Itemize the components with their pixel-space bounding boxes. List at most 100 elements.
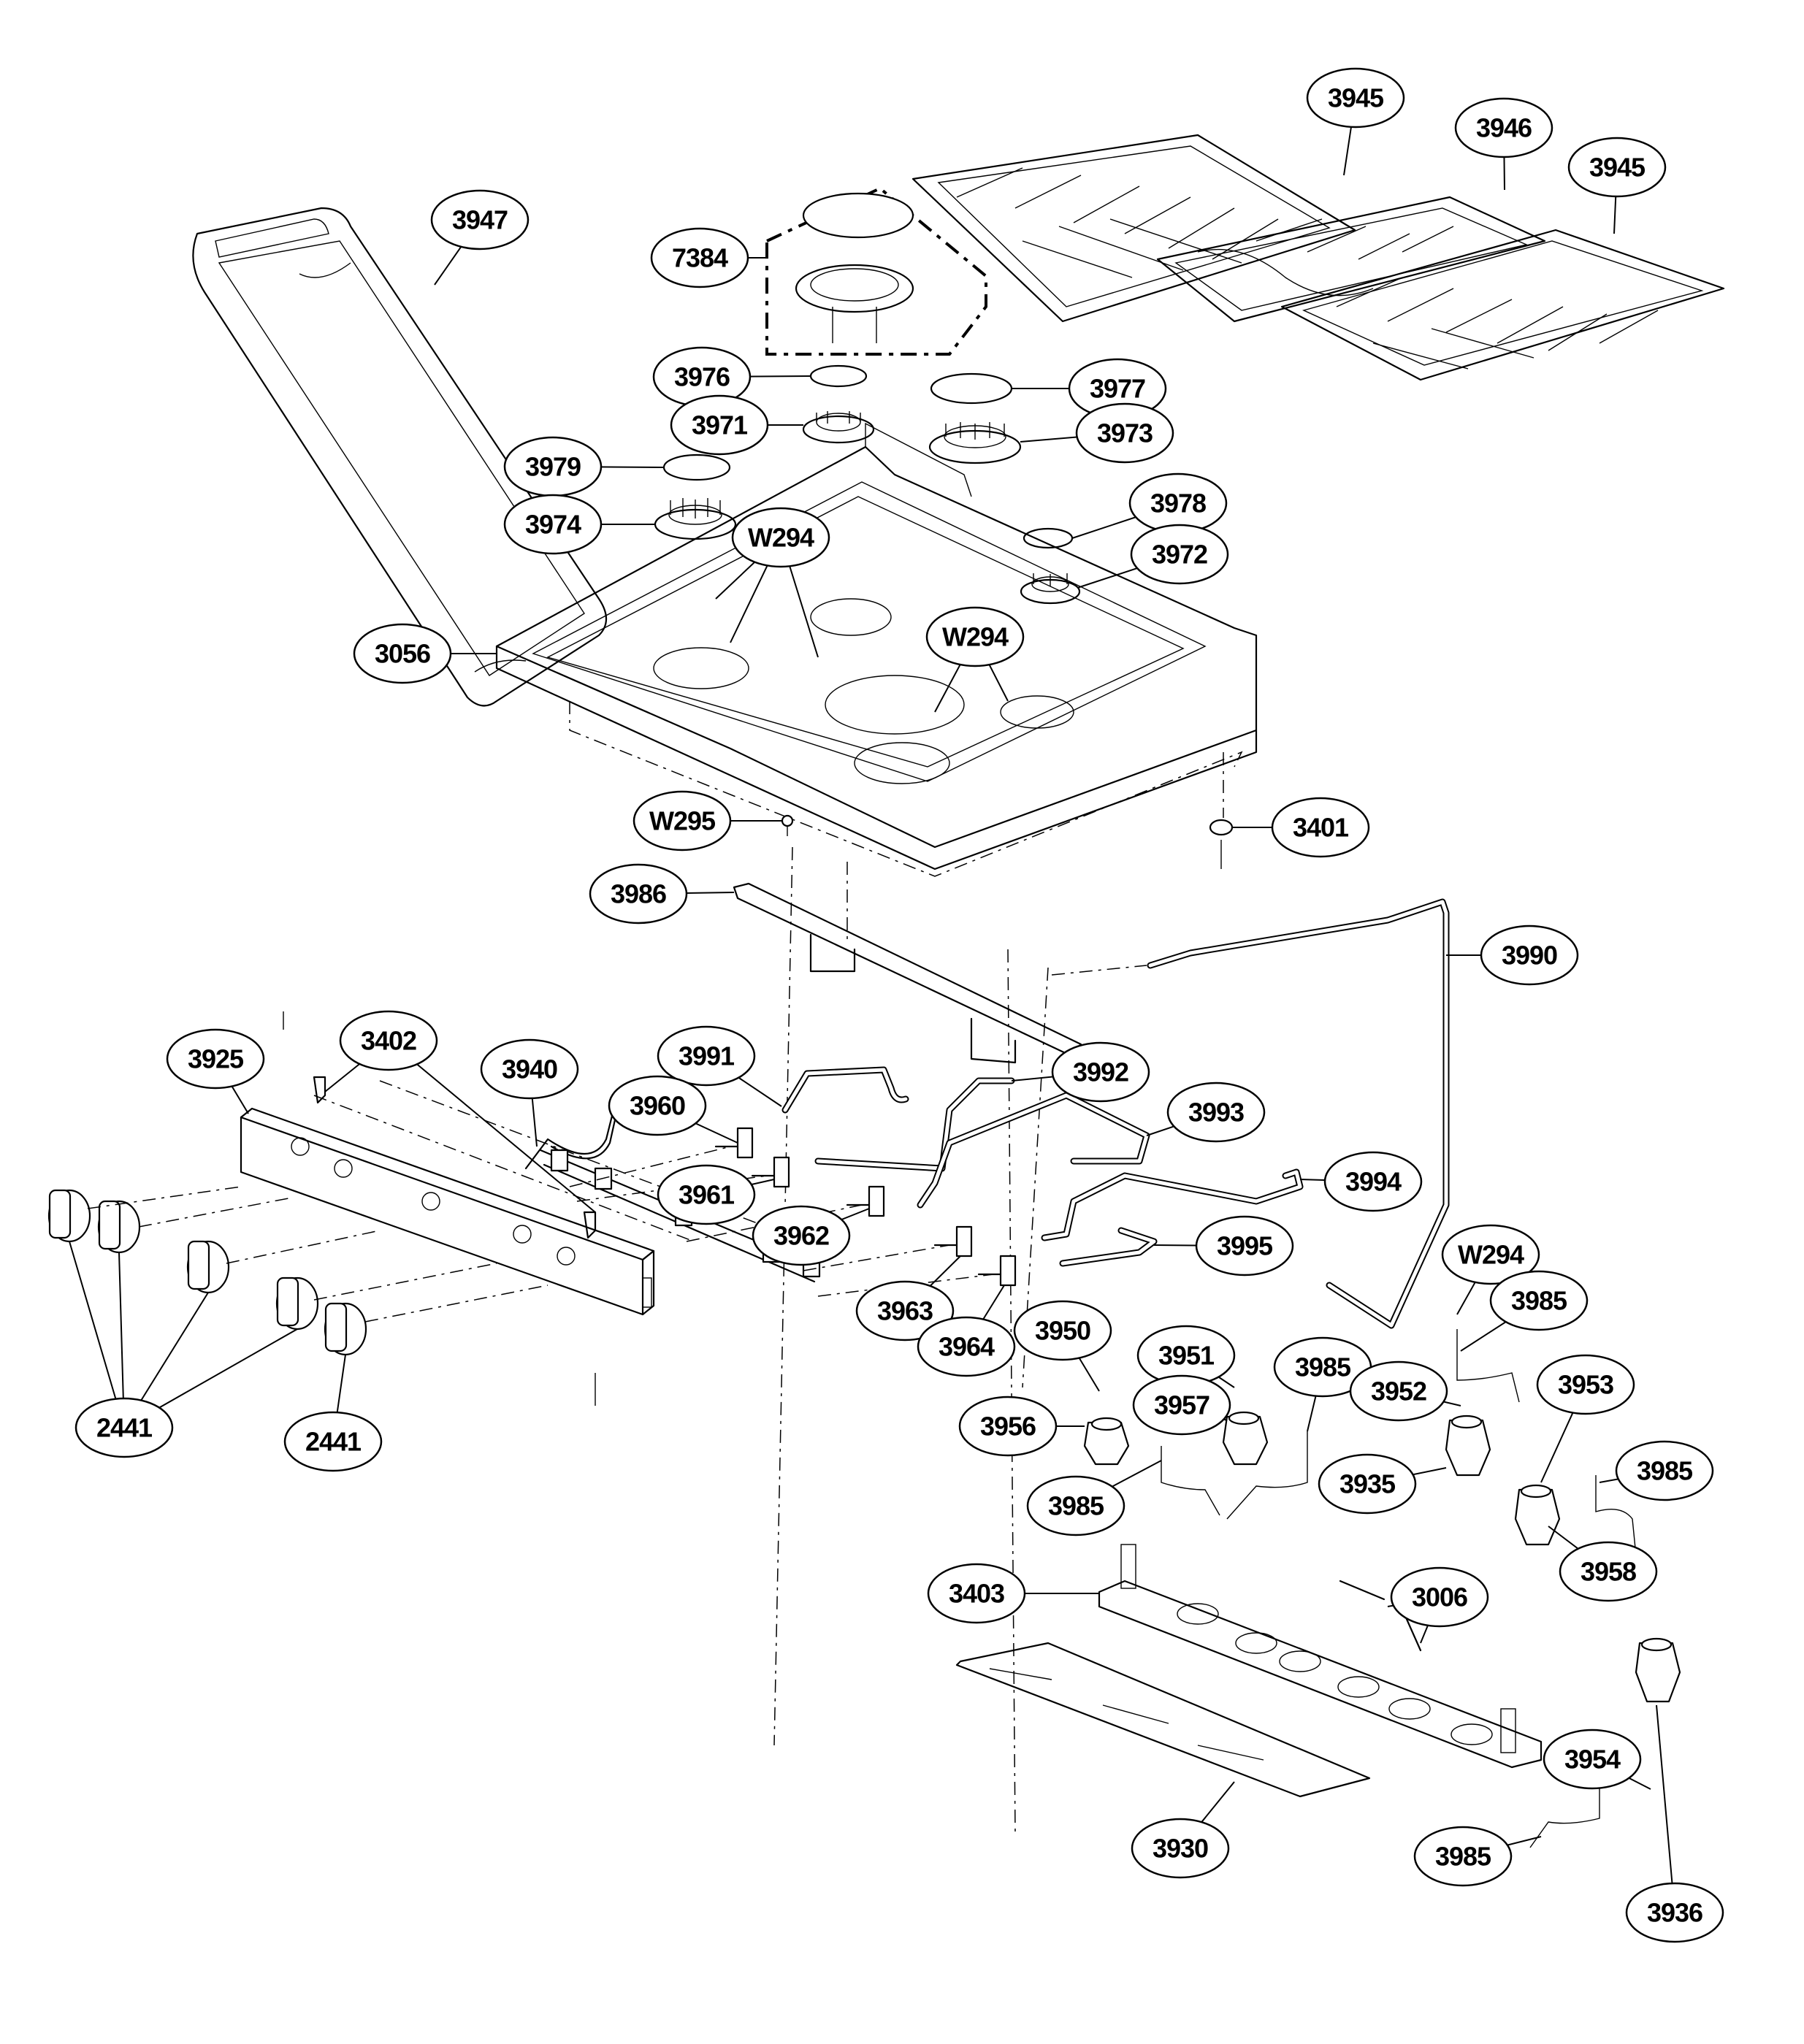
- callout-3961: 3961: [657, 1164, 775, 1225]
- griddle-part: [192, 207, 608, 707]
- callout-label: 2441: [305, 1427, 362, 1457]
- callout-label: 3995: [1217, 1231, 1273, 1261]
- callout-3957: 3957: [1132, 1374, 1231, 1436]
- callout-3403: 3403: [927, 1563, 1099, 1624]
- callout-label: 3957: [1154, 1390, 1209, 1420]
- burner-box-part: [1098, 1544, 1543, 1769]
- callout-3979: 3979: [503, 436, 665, 497]
- callout-3985: 3985: [1460, 1270, 1589, 1352]
- callout-label: 3403: [949, 1579, 1004, 1609]
- callout-bubble: [1625, 1882, 1724, 1943]
- callout-bubble: [1323, 1151, 1423, 1212]
- callout-3953: 3953: [1536, 1354, 1635, 1483]
- callout-bubble: [855, 1280, 955, 1341]
- callout-3973: 3973: [1020, 402, 1174, 464]
- callout-label: 3945: [1589, 153, 1646, 183]
- callout-bubble: [657, 1025, 756, 1087]
- callout-bubble: [1271, 797, 1370, 858]
- callout-bubble: [503, 494, 603, 555]
- callout-label: 3985: [1295, 1352, 1351, 1382]
- callout-label: 3961: [679, 1180, 735, 1210]
- callout-bubble: [1318, 1453, 1417, 1515]
- callout-bubble: [283, 1411, 383, 1472]
- callout-3985: 3985: [1599, 1440, 1714, 1501]
- leader-line: [1656, 1704, 1675, 1913]
- callout-bubble: [1195, 1215, 1294, 1276]
- callout-3990: 3990: [1446, 925, 1579, 986]
- strip-part: [1339, 1580, 1422, 1652]
- callout-label: 3985: [1637, 1456, 1693, 1486]
- callout-3993: 3993: [1146, 1082, 1266, 1143]
- callout-label: 3401: [1293, 813, 1349, 843]
- callout-label: 3972: [1152, 540, 1207, 570]
- callout-label: 3956: [980, 1412, 1036, 1442]
- callout-3986: 3986: [589, 863, 735, 925]
- main-gas-tube-part: [1051, 898, 1450, 1329]
- callout-3006: 3006: [1387, 1566, 1489, 1644]
- callout-label: 3951: [1158, 1341, 1215, 1371]
- callout-3940: 3940: [480, 1038, 579, 1147]
- callout-bubble: [1480, 925, 1579, 986]
- callout-2441: 2441: [283, 1354, 383, 1472]
- callout-3925: 3925: [166, 1028, 265, 1114]
- callout-3947: 3947: [430, 189, 530, 286]
- callout-label: W294: [748, 523, 814, 553]
- callout-3994: 3994: [1299, 1151, 1423, 1212]
- callout-bubble: [608, 1075, 707, 1136]
- callout-3985: 3985: [1273, 1336, 1372, 1432]
- callout-bubble: [1413, 1826, 1513, 1887]
- callout-3945: 3945: [1567, 137, 1667, 234]
- callout-label: 3985: [1435, 1842, 1491, 1872]
- callout-bubble: [1441, 1224, 1540, 1285]
- callout-3964: 3964: [917, 1285, 1016, 1377]
- callout-bubble: [925, 606, 1025, 667]
- callout-bubble: [1390, 1566, 1489, 1628]
- callout-3963: 3963: [855, 1255, 961, 1341]
- callout-label: 3936: [1647, 1898, 1702, 1928]
- callout-3985: 3985: [1026, 1460, 1162, 1536]
- callout-3952: 3952: [1349, 1360, 1461, 1422]
- callout-label: 3935: [1339, 1469, 1396, 1499]
- callout-3945: 3945: [1306, 67, 1405, 176]
- callout-label: 3963: [877, 1296, 933, 1326]
- callout-label: 3402: [361, 1026, 416, 1056]
- callout-bubble: [1543, 1729, 1642, 1790]
- callout-label: 3978: [1150, 489, 1206, 518]
- callout-label: 3985: [1048, 1491, 1104, 1521]
- callout-bubble: [1306, 67, 1405, 129]
- callout-3402: 3402: [324, 1010, 596, 1213]
- callout-bubble: [927, 1563, 1026, 1624]
- callout-w294: W294: [715, 507, 830, 658]
- callout-bubble: [731, 507, 830, 568]
- callout-bubble: [1051, 1041, 1150, 1103]
- callout-label: 3946: [1476, 113, 1532, 143]
- callout-bubble: [353, 623, 452, 684]
- callout-label: W294: [1458, 1240, 1524, 1270]
- burner-parts: [654, 364, 1081, 605]
- callout-bubble: [166, 1028, 265, 1090]
- callout-3977: 3977: [1012, 358, 1167, 419]
- callout-label: W294: [942, 622, 1009, 652]
- callout-3978: 3978: [1071, 472, 1228, 539]
- callout-label: W295: [649, 806, 716, 836]
- cooktop-part: [495, 422, 1258, 877]
- callout-bubble: [1559, 1541, 1658, 1602]
- callout-7384: 7384: [650, 227, 767, 288]
- callout-bubble: [1536, 1354, 1635, 1415]
- callout-3956: 3956: [958, 1396, 1085, 1457]
- callout-3991: 3991: [657, 1025, 782, 1107]
- callout-label: 7384: [672, 243, 728, 273]
- callout-label: 3964: [939, 1332, 995, 1362]
- callout-bubble: [670, 394, 769, 456]
- callout-label: 3971: [692, 410, 748, 440]
- callout-bubble: [1166, 1082, 1266, 1143]
- fastener-parts: [781, 752, 1234, 869]
- callout-bubble: [917, 1316, 1016, 1377]
- callout-bubble: [1026, 1475, 1125, 1536]
- callout-bubble: [589, 863, 688, 925]
- callout-3995: 3995: [1153, 1215, 1294, 1276]
- callout-label: 3056: [375, 639, 430, 669]
- callout-3936: 3936: [1625, 1704, 1724, 1943]
